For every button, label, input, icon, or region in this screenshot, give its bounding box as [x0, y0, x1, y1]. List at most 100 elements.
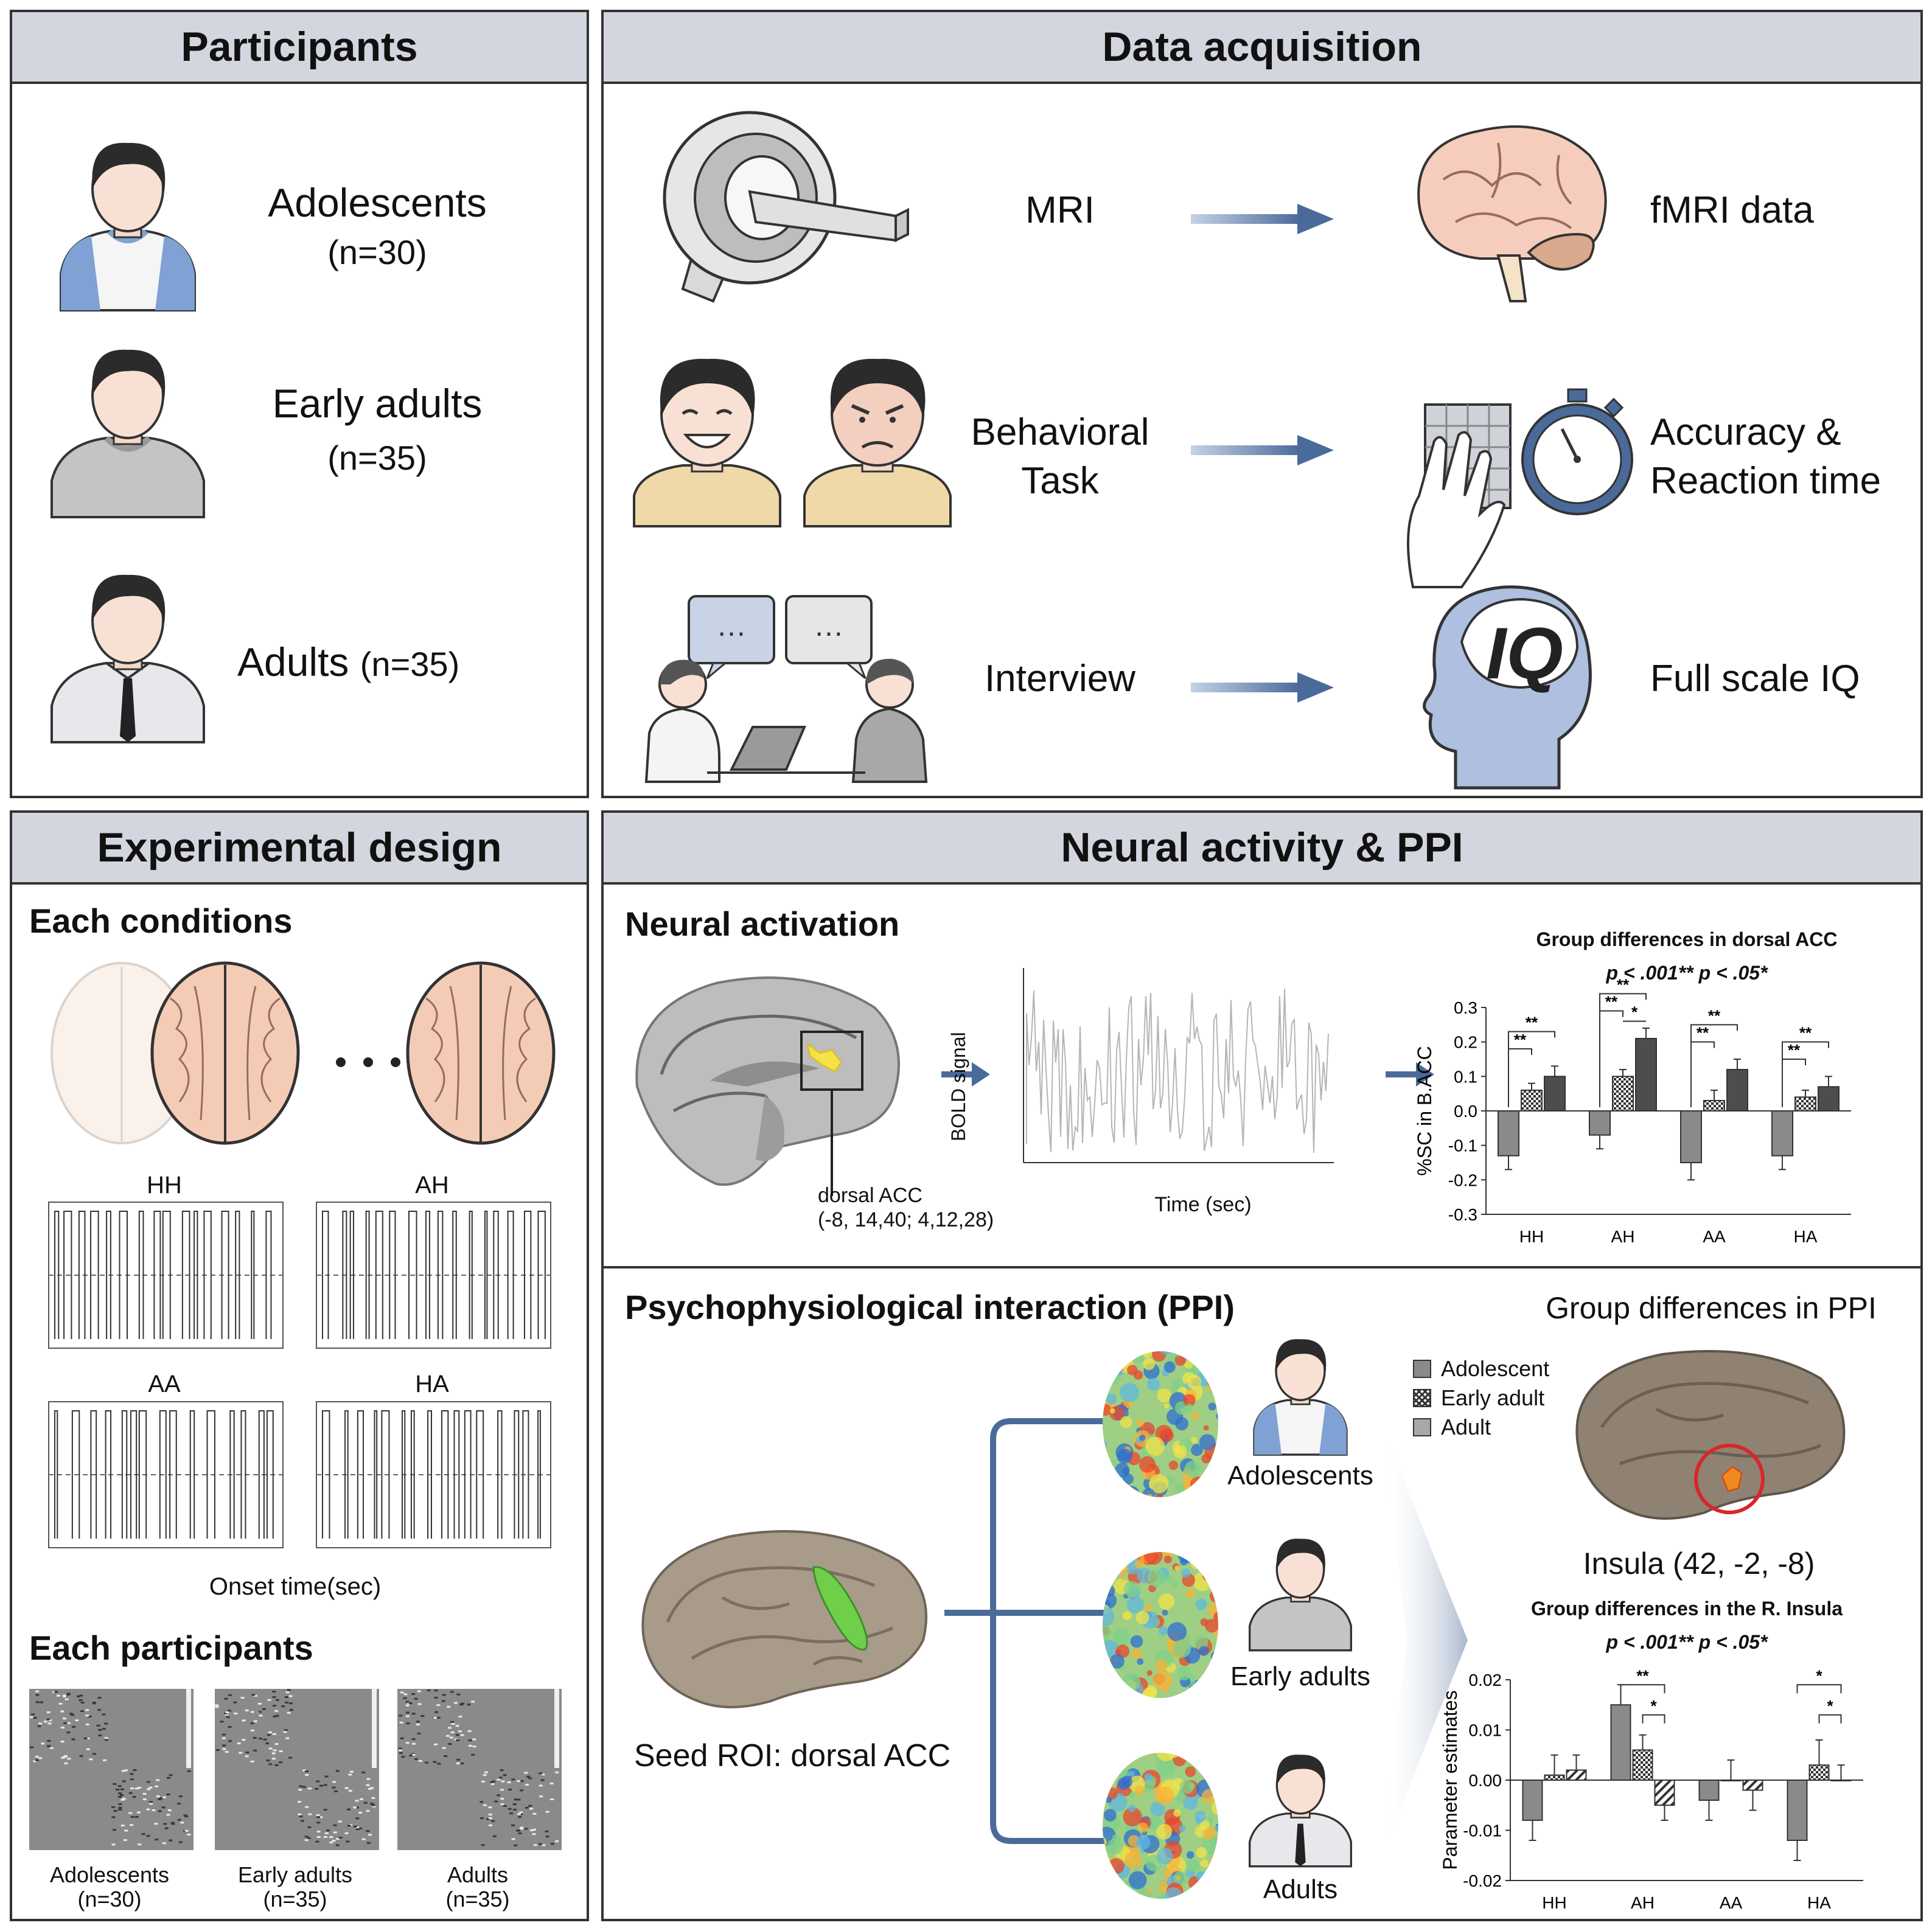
map-blob: [1103, 1351, 1113, 1356]
matrix-noise: [350, 1770, 354, 1773]
design-matrix: [215, 1689, 379, 1850]
matrix-noise: [258, 1711, 262, 1713]
matrix-noise: [166, 1793, 170, 1795]
map-blob: [1104, 1477, 1121, 1494]
map-blob: [1214, 1353, 1218, 1360]
matrix-noise: [490, 1783, 495, 1785]
onset-pulse: [497, 1410, 503, 1539]
design-matrix: [29, 1689, 194, 1850]
onset-pulse: [162, 1211, 171, 1339]
bar: [1589, 1110, 1611, 1136]
sig-bracket: [1782, 1041, 1829, 1059]
map-blob: [1110, 1374, 1121, 1385]
matrix-noise: [324, 1832, 329, 1834]
map-blob: [1127, 1365, 1138, 1376]
sig-marker: *: [1827, 1697, 1833, 1715]
matrix-noise: [405, 1742, 410, 1744]
matrix-noise: [86, 1748, 90, 1750]
matrix-noise: [483, 1804, 487, 1806]
matrix-noise: [253, 1720, 257, 1722]
bar: [1818, 1086, 1840, 1112]
matrix-noise: [366, 1842, 371, 1844]
map-blob: [1199, 1646, 1209, 1656]
sig-marker: **: [1799, 1024, 1812, 1042]
legend-item-early-adult: Early adult: [1413, 1383, 1549, 1413]
matrix-noise: [79, 1694, 83, 1697]
map-blob: [1188, 1782, 1196, 1790]
matrix-noise: [147, 1788, 151, 1790]
map-blob: [1159, 1626, 1168, 1636]
map-blob: [1103, 1552, 1107, 1556]
seed-brain-icon: [641, 1530, 927, 1708]
y-tick-label: 0.2: [1454, 1033, 1477, 1052]
matrix-noise: [497, 1778, 501, 1781]
sig-marker: **: [1636, 1666, 1649, 1685]
matrix-noise: [60, 1710, 65, 1713]
matrix-noise: [279, 1750, 283, 1753]
matrix-noise: [441, 1700, 445, 1702]
map-blob: [1150, 1801, 1165, 1817]
matrix-noise: [228, 1740, 232, 1742]
matrix-noise: [242, 1719, 246, 1722]
matrix-noise: [433, 1761, 437, 1763]
arrow-right-icon: [1191, 672, 1334, 703]
matrix-noise: [338, 1820, 342, 1823]
map-blob: [1187, 1374, 1201, 1390]
matrix-noise: [64, 1762, 68, 1764]
map-blob: [1205, 1619, 1218, 1633]
map-blob: [1122, 1672, 1141, 1691]
map-blob: [1155, 1786, 1174, 1806]
onset-pulse: [425, 1211, 430, 1339]
matrix-noise: [156, 1795, 160, 1798]
matrix-noise: [118, 1792, 122, 1795]
map-blob: [1142, 1687, 1156, 1698]
map-blob: [1128, 1770, 1135, 1777]
matrix-noise: [358, 1812, 363, 1814]
sig-marker: **: [1708, 1006, 1721, 1025]
matrix-noise: [519, 1811, 523, 1814]
map-blob: [1176, 1875, 1181, 1881]
matrix-noise: [450, 1721, 455, 1723]
matrix-noise: [353, 1825, 357, 1828]
matrix-noise: [40, 1701, 44, 1703]
map-blob: [1213, 1867, 1218, 1884]
matrix-noise: [333, 1831, 337, 1834]
map-blob: [1146, 1670, 1153, 1676]
ppi-group-adults: Adults: [1263, 1874, 1338, 1904]
matrix-noise: [104, 1739, 108, 1741]
matrix-noise: [38, 1757, 43, 1759]
matrix-noise: [456, 1693, 461, 1696]
map-blob: [1117, 1449, 1132, 1464]
matrix-noise: [319, 1816, 323, 1818]
onset-pulse: [357, 1410, 364, 1539]
map-blob: [1120, 1775, 1133, 1788]
matrix-noise: [177, 1818, 181, 1821]
interview-icon: … …: [644, 595, 928, 783]
x-tick-label: HA: [1807, 1893, 1831, 1912]
matrix-noise: [399, 1714, 403, 1717]
matrix-noise: [104, 1722, 108, 1725]
matrix-noise: [113, 1783, 117, 1785]
matrix-noise: [516, 1829, 520, 1832]
matrix-noise: [284, 1729, 288, 1731]
matrix-noise: [130, 1778, 134, 1781]
matrix-noise: [239, 1752, 243, 1754]
matrix-noise: [263, 1738, 267, 1741]
matrix-noise: [227, 1710, 231, 1712]
matrix-noise: [507, 1789, 512, 1791]
data-acquisition-panel: Data acquisition MRI fMRI data: [601, 10, 1923, 798]
matrix-noise: [528, 1804, 532, 1807]
onset-pulse: [476, 1410, 484, 1539]
matrix-noise: [128, 1812, 133, 1814]
matrix-noise: [136, 1811, 141, 1814]
matrix-noise: [555, 1771, 559, 1773]
matrix-noise: [138, 1843, 142, 1846]
bar: [1771, 1110, 1793, 1157]
matrix-noise: [85, 1714, 89, 1717]
matrix-noise: [233, 1701, 237, 1703]
matrix-noise: [416, 1724, 420, 1726]
matrix-noise: [507, 1781, 511, 1784]
ppi-map-adults: [1103, 1753, 1218, 1899]
